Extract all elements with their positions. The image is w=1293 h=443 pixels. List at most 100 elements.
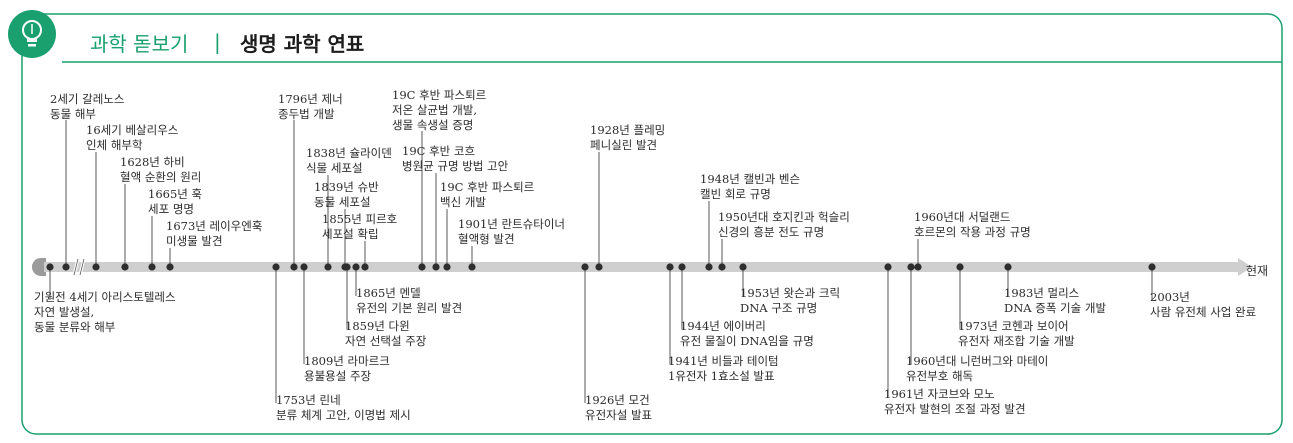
event-dot: [166, 263, 174, 271]
header-subtitle: 생명 과학 연표: [240, 32, 365, 56]
event-label-line-1: 1941년 비들과 테이텀: [668, 354, 779, 368]
lightbulb-icon: [8, 10, 56, 58]
event-dot: [718, 263, 726, 271]
event-label-line-2: 사람 유전체 사업 완료: [1150, 305, 1257, 319]
event-label-line-2: DNA 증폭 기술 개발: [1004, 301, 1107, 315]
event-label-line-2: 분류 체계 고안, 이명법 제시: [276, 408, 411, 422]
event-label-line-2: 종두법 개발: [278, 107, 335, 121]
event-label-line-1: 1950년대 호지킨과 헉슬리: [718, 210, 850, 224]
event-label-line-2: 동물 해부: [50, 107, 96, 121]
event-label-line-3: 동물 분류와 해부: [34, 320, 116, 334]
event-label-line-2: 용불용설 주장: [304, 369, 372, 383]
event-label-line-1: 1928년 플레밍: [590, 123, 666, 137]
event-label-line-2: 미생물 발견: [166, 234, 223, 248]
event-label-line-2: 자연 발생설,: [34, 305, 95, 319]
event-dot: [361, 263, 369, 271]
event-label-line-2: 혈액형 발견: [458, 232, 515, 246]
event-label-line-1: 1839년 슈반: [314, 180, 379, 194]
event-dot: [678, 263, 686, 271]
event-dot: [739, 263, 747, 271]
event-dot: [956, 263, 964, 271]
event-label-line-2: 인체 해부학: [86, 138, 143, 152]
event-label-line-1: 1796년 제너: [278, 92, 343, 106]
header-separator: |: [214, 30, 221, 54]
event-dot: [914, 263, 922, 271]
event-label-line-2: 식물 세포설: [306, 161, 363, 175]
event-label-line-2: 혈액 순환의 원리: [120, 170, 202, 184]
event-label-line-1: 1838년 슐라이덴: [306, 146, 392, 160]
event-dot: [907, 263, 915, 271]
event-label-line-2: 세포설 확립: [322, 227, 379, 241]
event-label-line-2: 유전자 발현의 조절 과정 발견: [884, 402, 1026, 416]
event-label-line-2: 유전 물질이 DNA임을 규명: [680, 334, 814, 348]
event-dot: [432, 263, 440, 271]
event-label-line-2: 1유전자 1효소설 발표: [668, 369, 775, 383]
event-dot: [324, 263, 332, 271]
event-label-line-1: 1983년 멀리스: [1004, 286, 1080, 300]
event-label-line-2: 자연 선택설 주장: [345, 334, 427, 348]
event-label-line-1: 1926년 모건: [585, 393, 650, 407]
event-dot: [300, 263, 308, 271]
timeline-end-label: 현재: [1246, 264, 1269, 278]
event-label-line-1: 기원전 4세기 아리스토텔레스: [34, 290, 176, 304]
event-label-line-1: 1901년 란트슈타이너: [458, 217, 565, 231]
event-dot: [121, 263, 129, 271]
event-label-line-2: 백신 개발: [440, 195, 486, 209]
event-label-line-2: 호르몬의 작용 과정 규명: [914, 225, 1031, 239]
event-label-line-1: 1973년 코헨과 보이어: [958, 319, 1069, 333]
event-label-line-2: 유전의 기본 원리 발견: [356, 301, 463, 315]
event-label-line-1: 1855년 피르호: [322, 212, 398, 226]
event-label-line-1: 1673년 레이우엔훅: [166, 219, 263, 233]
event-dot: [418, 263, 426, 271]
event-label-line-1: 1960년대 니런버그와 마테이: [906, 354, 1049, 368]
event-label-line-2: 페니실린 발견: [590, 138, 658, 152]
event-label-line-1: 1948년 캘빈과 벤슨: [700, 172, 801, 186]
axis-start-cap: [31, 257, 46, 276]
event-label-line-1: 19C 후반 파스퇴르: [392, 88, 487, 102]
event-dot: [884, 263, 892, 271]
event-label-line-1: 1865년 멘델: [356, 286, 421, 300]
event-dot: [581, 263, 589, 271]
event-dot: [468, 263, 476, 271]
event-dot: [595, 263, 603, 271]
event-label-line-2: DNA 구조 규명: [740, 301, 818, 315]
event-label-line-1: 1753년 린네: [276, 393, 341, 407]
event-label-line-1: 2003년: [1150, 290, 1190, 304]
event-label-line-3: 생물 속생설 증명: [392, 118, 474, 132]
axis-arrow-icon: [1238, 258, 1252, 276]
event-dot: [1148, 263, 1156, 271]
event-label-line-2: 세포 명명: [148, 202, 194, 216]
event-label-line-1: 1809년 라마르크: [304, 354, 390, 368]
event-label-line-2: 병원균 규명 방법 고안: [402, 159, 509, 173]
event-dot: [148, 263, 156, 271]
event-dot: [62, 263, 70, 271]
event-dot: [343, 263, 351, 271]
event-label-line-1: 1944년 에이버리: [680, 319, 766, 333]
event-label-line-1: 1960년대 서덜랜드: [914, 210, 1011, 224]
